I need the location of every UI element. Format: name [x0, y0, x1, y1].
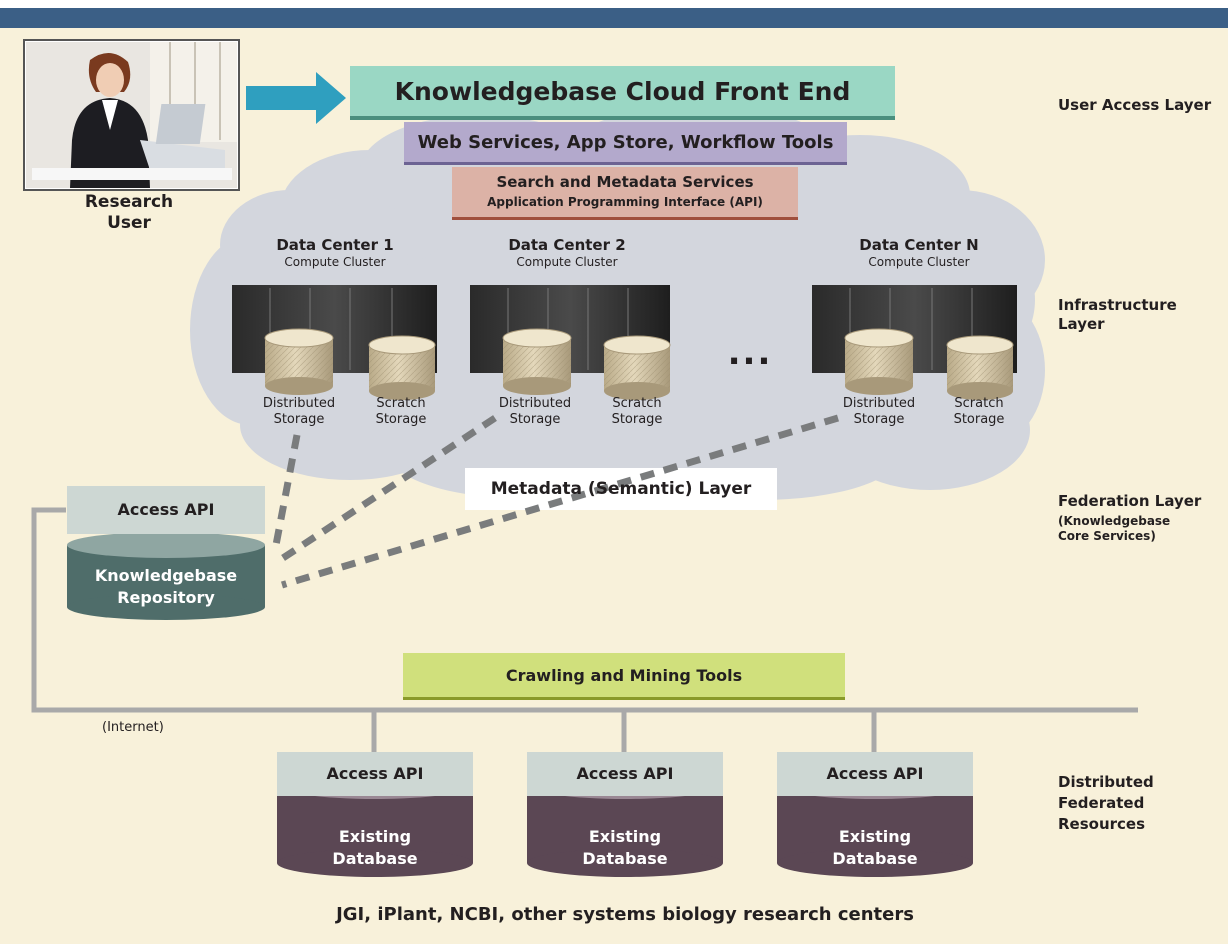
kb-repository-line2: Repository [117, 588, 215, 607]
data-center-2-graphic [470, 285, 671, 400]
dc1-distributed-storage-label: Distributed Storage [244, 396, 354, 428]
dcn-distributed-storage-label: Distributed Storage [824, 396, 934, 428]
resource-3-db-label: Existing Database [777, 826, 973, 870]
dc2-scratch-storage-label: Scratch Storage [592, 396, 682, 428]
top-bar [0, 8, 1228, 28]
footer-caption: JGI, iPlant, NCBI, other systems biology… [336, 904, 914, 925]
data-center-2-name: Data Center 2 [508, 236, 626, 254]
federation-layer-sub: (Knowledgebase Core Services) [1058, 514, 1171, 543]
dashed-connectors [272, 414, 840, 589]
existing-db-1-graphic [277, 752, 473, 877]
federation-layer-label: Federation Layer [1058, 492, 1202, 510]
research-user-caption-line1: Research [84, 192, 174, 212]
data-center-1-graphic [232, 285, 437, 400]
kb-repository-label: Knowledgebase Repository [67, 565, 265, 609]
internet-lines [31, 507, 1138, 752]
resource-1-db-line2: Database [332, 849, 418, 868]
dc2-storage2-line2: Storage [611, 412, 663, 427]
resource-2-db-line1: Existing [588, 827, 662, 846]
resource-3-db-line1: Existing [838, 827, 912, 846]
kb-repository-line1: Knowledgebase [94, 566, 238, 585]
existing-db-2-graphic [527, 752, 723, 877]
existing-db-3-graphic [777, 752, 973, 877]
dcn-storage2-line2: Storage [953, 412, 1005, 427]
dc1-scratch-storage-label: Scratch Storage [356, 396, 446, 428]
resource-1-access-api-label: Access API [326, 763, 424, 783]
dc1-storage2-line1: Scratch [376, 396, 426, 411]
resource-2-db-label: Existing Database [527, 826, 723, 870]
infrastructure-layer-label: Infrastructure Layer [1058, 296, 1177, 333]
search-services-title: Search and Metadata Services [496, 173, 754, 191]
research-user-caption-line2: User [107, 213, 151, 233]
dc2-distributed-storage-label: Distributed Storage [480, 396, 590, 428]
dc2-storage2-line1: Scratch [612, 396, 662, 411]
kb-repository-graphic [67, 486, 265, 620]
data-center-1-label: Data Center 1 Compute Cluster [250, 236, 420, 270]
web-services-box [404, 122, 847, 164]
data-center-1-sub: Compute Cluster [284, 255, 386, 269]
web-services-label: Web Services, App Store, Workflow Tools [417, 131, 834, 153]
crawling-label: Crawling and Mining Tools [505, 665, 743, 685]
metadata-layer-box [465, 468, 777, 510]
resource-3-access-api-label: Access API [826, 763, 924, 783]
data-center-n-name: Data Center N [859, 236, 979, 254]
internet-label: (Internet) [102, 720, 164, 735]
data-center-1-name: Data Center 1 [276, 236, 394, 254]
crawling-box [403, 653, 845, 699]
dc1-storage2-line2: Storage [375, 412, 427, 427]
search-services-api: Application Programming Interface (API) [487, 195, 763, 209]
ellipsis-label: ... [727, 333, 773, 373]
kb-access-api-box [67, 486, 265, 534]
user-arrow [246, 72, 346, 124]
resource-2-db-line2: Database [582, 849, 668, 868]
dc1-storage1-line1: Distributed [262, 396, 336, 411]
dc2-storage1-line2: Storage [509, 412, 561, 427]
dcn-storage2-line1: Scratch [954, 396, 1004, 411]
dc2-storage1-line1: Distributed [498, 396, 572, 411]
front-end-box [350, 66, 895, 118]
research-user-caption: Research User [74, 192, 184, 234]
search-services-label: Search and Metadata Services Application… [452, 167, 798, 217]
research-user-photo [23, 39, 240, 191]
front-end-title: Knowledgebase Cloud Front End [394, 76, 851, 106]
data-center-2-sub: Compute Cluster [516, 255, 618, 269]
dcn-storage1-line2: Storage [853, 412, 905, 427]
dcn-storage1-line1: Distributed [842, 396, 916, 411]
resource-2-access-api-label: Access API [576, 763, 674, 783]
kb-access-api-label: Access API [117, 499, 215, 519]
resource-1-db-label: Existing Database [277, 826, 473, 870]
resource-3-db-line2: Database [832, 849, 918, 868]
metadata-layer-label: Metadata (Semantic) Layer [490, 479, 752, 499]
user-access-layer-label: User Access Layer [1058, 96, 1212, 114]
data-center-n-sub: Compute Cluster [868, 255, 970, 269]
dcn-scratch-storage-label: Scratch Storage [934, 396, 1024, 428]
distributed-resources-label: Distributed Federated Resources [1058, 773, 1154, 833]
data-center-2-label: Data Center 2 Compute Cluster [482, 236, 652, 270]
dc1-storage1-line2: Storage [273, 412, 325, 427]
resource-1-db-line1: Existing [338, 827, 412, 846]
data-center-n-graphic [812, 285, 1017, 400]
data-center-n-label: Data Center N Compute Cluster [834, 236, 1004, 270]
search-services-box [452, 167, 798, 219]
